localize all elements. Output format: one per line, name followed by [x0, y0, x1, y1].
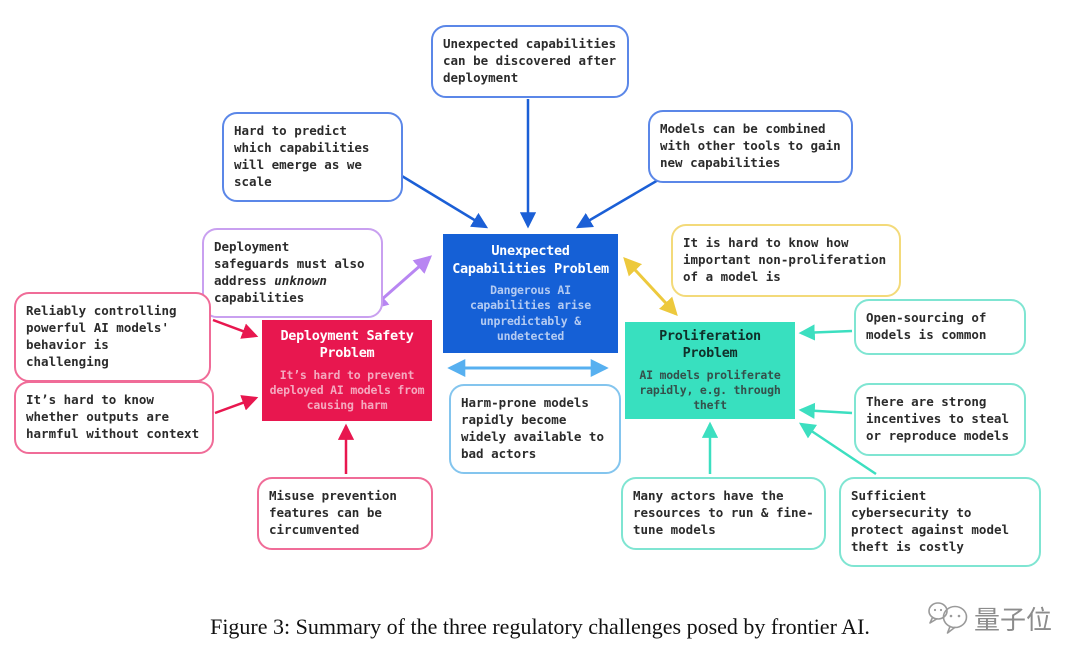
callout-text: Sufficient cybersecurity to protect agai… — [851, 488, 1010, 554]
arrow-outputs-to-deployment — [214, 395, 259, 415]
callout-text: It is hard to know how important non-pro… — [683, 235, 887, 284]
node-title: Unexpected Capabilities Problem — [452, 243, 609, 277]
node-subtitle: AI models proliferate rapidly, e.g. thro… — [639, 367, 781, 413]
callout-many-actors: Many actors have the resources to run & … — [621, 477, 826, 550]
qbitai-logo-icon — [928, 602, 968, 634]
callout-text: Misuse prevention features can be circum… — [269, 488, 397, 537]
figure-caption: Figure 3: Summary of the three regulator… — [210, 614, 870, 639]
callout-open-sourcing: Open-sourcing of models is common — [854, 299, 1026, 355]
node-subtitle: It’s hard to prevent deployed AI models … — [269, 367, 425, 413]
callout-strong-incentives: There are strong incentives to steal or … — [854, 383, 1026, 456]
callout-harm-prone-models: Harm-prone models rapidly become widely … — [449, 384, 621, 474]
callout-cybersecurity: Sufficient cybersecurity to protect agai… — [839, 477, 1041, 567]
callout-text: There are strong incentives to steal or … — [866, 394, 1009, 443]
callout-misuse-prevention: Misuse prevention features can be circum… — [257, 477, 433, 550]
callout-models-combined: Models can be combined with other tools … — [648, 110, 853, 183]
arrow-incentives-to-proliferation — [798, 402, 853, 419]
node-unexpected-capabilities-problem: Unexpected Capabilities Problem Dangerou… — [443, 234, 618, 353]
node-title: Proliferation Problem — [659, 327, 761, 362]
node-subtitle: Dangerous AI capabilities arise unpredic… — [469, 283, 592, 343]
arrow-opensourcing-to-proliferation — [798, 324, 853, 341]
callout-text: It’s hard to know whether outputs are ha… — [26, 392, 200, 441]
callout-text: Harm-prone models rapidly become widely … — [461, 395, 604, 461]
callout-text: Many actors have the resources to run & … — [633, 488, 814, 537]
arrow-yellow-unexpected-proliferation — [623, 257, 678, 316]
callout-text: Reliably controlling powerful AI models'… — [26, 303, 177, 369]
arrow-top-right-to-unexpected — [575, 174, 666, 229]
callout-text: Models can be combined with other tools … — [660, 121, 841, 170]
node-deployment-safety-problem: Deployment Safety Problem It’s hard to p… — [262, 320, 432, 421]
arrow-top-left-to-unexpected — [391, 168, 489, 229]
callout-deployment-safeguards: Deployment safeguards must also address … — [202, 228, 383, 318]
callout-text: Open-sourcing of models is common — [866, 310, 987, 342]
qbitai-watermark: 量子位 — [925, 598, 1052, 638]
node-proliferation-problem: Proliferation Problem AI models prolifer… — [625, 322, 795, 419]
callout-reliably-controlling: Reliably controlling powerful AI models'… — [14, 292, 211, 382]
arrow-reliably-to-deployment — [212, 318, 259, 339]
callout-outputs-harmful: It’s hard to know whether outputs are ha… — [14, 381, 214, 454]
callout-non-proliferation: It is hard to know how important non-pro… — [671, 224, 901, 297]
callout-text: capabilities — [214, 289, 305, 305]
callout-hard-to-predict: Hard to predict which capabilities will … — [222, 112, 403, 202]
callout-text: Hard to predict which capabilities will … — [234, 123, 370, 189]
node-title: Deployment Safety Problem — [280, 327, 414, 362]
callout-discovered-after-deployment: Unexpected capabilities can be discovere… — [431, 25, 629, 98]
qbitai-watermark-text: 量子位 — [973, 605, 1052, 636]
callout-text: Deployment safeguards must also address — [214, 239, 365, 288]
callout-text: Unexpected capabilities can be discovere… — [443, 36, 617, 85]
callout-text-italic: unknown — [274, 272, 327, 288]
